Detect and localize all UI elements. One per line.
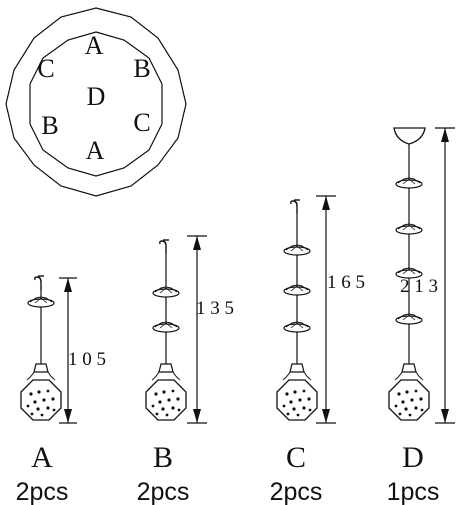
disc-shade-icon [27,296,55,308]
inner-ring [29,31,163,177]
plan-label-c-right: C [133,108,150,137]
dimension-line-d [435,127,455,424]
globe-shade-icon [276,363,318,421]
pendant-letter-d: D [402,441,424,474]
pendant-letter-c: C [286,441,306,474]
pendant-qty-a: 2pcs [16,478,69,505]
plan-label-d-center: D [87,82,106,111]
dimension-line-c [316,195,336,424]
disc-shade-icon [283,321,311,333]
plan-label-a-bottom: A [86,136,105,165]
hook-icon [34,275,45,291]
dimension-line-a [59,277,77,424]
dimension-label-c: 1 6 5 [327,272,365,293]
pendant-d: 2 1 3 D 1pcs [387,127,455,505]
plan-label-b-left: B [41,111,58,140]
pendant-qty-d: 1pcs [387,478,440,505]
plan-label-c-left: C [37,54,54,83]
pendant-c: 1 6 5 C 2pcs [270,195,365,505]
disc-shade-icon [395,223,423,235]
globe-shade-icon [145,363,187,421]
dimension-label-b: 1 3 5 [196,298,234,319]
hook-icon [159,239,170,255]
disc-shade-icon [152,286,180,298]
outer-ring [5,7,187,197]
pendant-letter-a: A [31,441,53,474]
pendant-qty-c: 2pcs [270,478,323,505]
pendant-a: 1 0 5 A 2pcs [16,275,106,505]
plan-label-a-top: A [85,31,104,60]
disc-shade-icon [395,177,423,189]
globe-shade-icon [388,363,430,421]
dimension-label-a: 1 0 5 [68,349,106,370]
disc-shade-icon [395,313,423,325]
pendant-qty-b: 2pcs [137,478,190,505]
disc-shade-icon [283,244,311,256]
globe-shade-icon [20,363,62,421]
hook-icon [290,199,301,215]
disc-shade-icon [283,284,311,296]
ceiling-canopy-icon [393,127,426,145]
disc-shade-icon [152,321,180,333]
pendant-letter-b: B [153,441,173,474]
plan-label-b-right: B [133,54,150,83]
dimension-label-d: 2 1 3 [400,276,438,297]
dimension-line-b [187,235,207,424]
layout-plan: A C B D B C A [5,7,187,197]
pendant-b: 1 3 5 B 2pcs [137,235,234,505]
